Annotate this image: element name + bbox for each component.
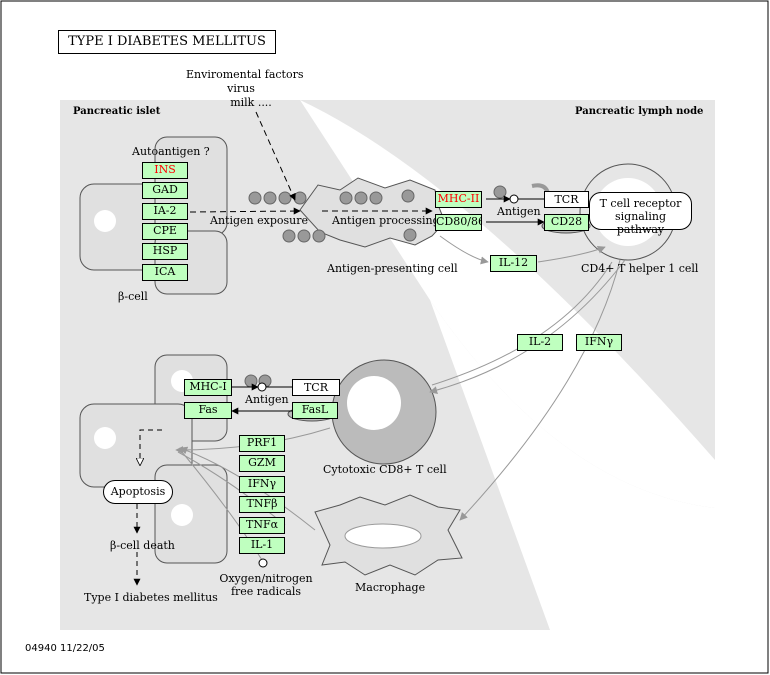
gene-ia-2[interactable]: IA-2 [142,203,188,220]
pathway-title: TYPE I DIABETES MELLITUS [58,30,276,54]
region-pancreatic-islet: Pancreatic islet [73,106,161,117]
cytokine-beta-line [177,451,286,526]
macrophage-nucleus [344,523,422,549]
gene-fas[interactable]: Fas [184,402,232,419]
gene-fasl[interactable]: FasL [292,402,338,419]
gene-prf1[interactable]: PRF1 [239,435,285,452]
fas-apoptosis-arrow [140,429,162,465]
tcr-pathway-box[interactable]: T cell receptor signaling pathway [589,192,692,236]
gene-cpe[interactable]: CPE [142,223,188,240]
gene-cd28[interactable]: CD28 [544,214,589,231]
env-factors-line-3: milk .... [230,96,272,109]
apoptosis-box[interactable]: Apoptosis [103,480,173,504]
gene-il-12[interactable]: IL-12 [490,255,537,272]
beta-cell-label: β-cell [118,290,148,303]
gene-tnfa[interactable]: TNFα [239,517,285,534]
antigen-exposure-label: Antigen exposure [210,214,308,227]
gene-gzm[interactable]: GZM [239,455,285,472]
env-factors-arrow [255,111,296,201]
footer-id: 04940 11/22/05 [25,643,105,654]
cytotoxic-label: Cytotoxic CD8+ T cell [323,463,447,476]
macrophage-label: Macrophage [355,581,426,594]
radicals-line-1: Oxygen/nitrogen [219,572,313,585]
antigen-label-2: Antigen [245,393,289,406]
il12-cd4-arrow [537,245,606,263]
gene-ifng-top[interactable]: IFNγ [576,334,622,351]
gene-mhc-ii[interactable]: MHC-II [435,191,482,208]
antigen-exposure-arrow [189,207,301,215]
tcr-pathway-line-2: signaling pathway [614,210,666,236]
gene-cd80-86[interactable]: CD80/86 [435,214,482,231]
tcr-box-1: TCR [544,191,589,208]
gene-gad[interactable]: GAD [142,182,188,199]
apc-label: Antigen-presenting cell [327,262,458,275]
beta-cell-death-label: β-cell death [110,539,175,552]
radicals-node [258,558,268,568]
apc-il12-arrow [439,235,489,265]
gene-il-2[interactable]: IL-2 [517,334,563,351]
region-pancreatic-lymph-node: Pancreatic lymph node [575,106,704,117]
tcr-box-2: TCR [292,379,340,396]
radicals-line-2: free radicals [230,585,302,598]
gene-ica[interactable]: ICA [142,264,188,281]
gene-ins[interactable]: INS [142,162,188,179]
beta-cell-bottom [79,354,228,564]
cd4-macrophage-arrow [459,259,621,521]
gene-tnfb[interactable]: TNFβ [239,496,285,513]
antigen-node-1 [509,194,519,204]
cd4-cell-label: CD4+ T helper 1 cell [581,262,699,275]
antigen-processing-label: Antigen processing [332,214,440,227]
gene-ifng[interactable]: IFNγ [239,476,285,493]
gene-hsp[interactable]: HSP [142,243,188,260]
env-factors-line-1: Enviromental factors [186,68,304,81]
antigen-label-1: Antigen [497,205,541,218]
gene-mhc-i[interactable]: MHC-I [184,379,232,396]
antigen-node-2 [257,382,267,392]
env-factors-line-2: virus [227,82,255,95]
t1d-label: Type I diabetes mellitus [84,591,218,604]
tcr-pathway-line-1: T cell receptor [599,197,682,210]
gene-il-1[interactable]: IL-1 [239,537,285,554]
autoantigen-label: Autoantigen ? [132,145,210,158]
